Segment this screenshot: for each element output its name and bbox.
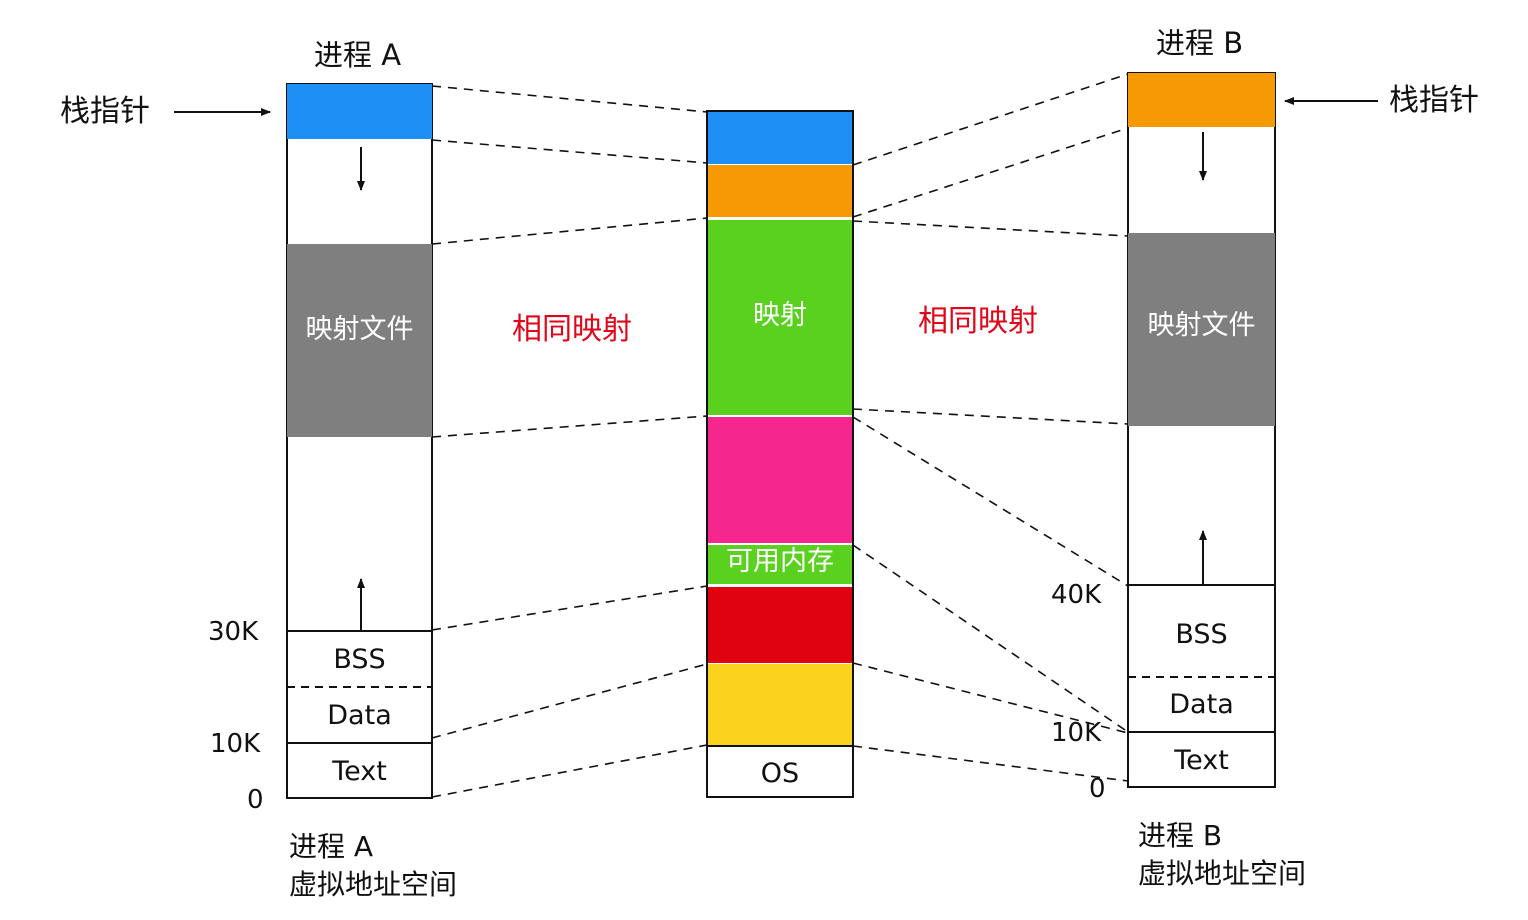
process-b-stack-segment <box>1128 73 1275 127</box>
process-a-mapped-file-segment <box>287 244 432 437</box>
process-b-outline <box>1127 72 1276 788</box>
process-a-text-label: Text <box>332 756 387 787</box>
process-b-tick-0: 0 <box>1089 774 1106 804</box>
process-a-bss-label: BSS <box>333 644 386 675</box>
map-line-a-bss-top <box>431 585 708 631</box>
map-line-b-bottom <box>852 745 1129 782</box>
physical-memory-column <box>706 110 854 798</box>
map-line-b-stack-top <box>852 73 1129 166</box>
physical-pink-segment <box>708 417 852 543</box>
map-line-a-mapped-bottom <box>431 415 708 438</box>
process-a-mapped-file-label: 映射文件 <box>305 314 414 345</box>
process-a-outline <box>286 83 433 799</box>
map-line-a-data-text <box>431 663 708 739</box>
map-line-b-data-text <box>852 544 1129 733</box>
same-mapping-right-label: 相同映射 <box>918 304 1038 339</box>
map-line-b-mapped-top <box>852 220 1129 237</box>
process-b-caption-line2: 虚拟地址空间 <box>1138 857 1307 890</box>
physical-mapping-segment <box>708 220 852 415</box>
physical-red-segment <box>708 587 852 663</box>
map-line-a-stack-top <box>431 85 708 113</box>
physical-free-memory-segment <box>708 545 852 584</box>
process-b-title: 进程 B <box>1156 26 1244 60</box>
process-b-mapped-file-segment <box>1128 233 1275 426</box>
map-line-b-stack-bottom <box>852 127 1129 218</box>
process-a-data-label: Data <box>327 700 392 731</box>
process-a-caption-line2: 虚拟地址空间 <box>289 868 458 901</box>
process-b-data-label: Data <box>1169 689 1234 720</box>
process-a-tick-0: 0 <box>247 785 264 815</box>
map-line-a-bottom <box>431 744 708 798</box>
process-a-tick-10k: 10K <box>210 729 261 759</box>
physical-orange-segment <box>708 165 852 217</box>
process-b-caption-line1: 进程 B <box>1138 819 1223 852</box>
process-b-column <box>1127 72 1378 788</box>
process-b-bss-label: BSS <box>1175 619 1228 650</box>
process-b-tick-10k: 10K <box>1051 718 1102 748</box>
physical-free-memory-label: 可用内存 <box>726 546 834 577</box>
mapping-lines-a <box>431 85 708 798</box>
mapping-lines-b <box>852 73 1129 782</box>
process-b-tick-40k: 40K <box>1051 580 1102 610</box>
process-a-stack-segment <box>287 84 432 139</box>
map-line-a-mapped-top <box>431 217 708 245</box>
process-a-column <box>174 83 433 799</box>
process-b-mapped-file-label: 映射文件 <box>1147 310 1256 341</box>
process-b-text-label: Text <box>1174 745 1229 776</box>
process-a-caption-line1: 进程 A <box>289 830 374 863</box>
physical-blue-segment <box>708 112 852 164</box>
map-line-b-mapped-bottom <box>852 408 1129 425</box>
physical-yellow-segment <box>708 664 852 745</box>
map-line-b-bss-top <box>852 416 1129 587</box>
process-a-stack-pointer-label: 栈指针 <box>60 94 150 129</box>
same-mapping-left-label: 相同映射 <box>512 312 632 347</box>
process-b-stack-pointer-label: 栈指针 <box>1389 83 1479 118</box>
process-a-title: 进程 A <box>314 38 402 72</box>
physical-os-label: OS <box>760 758 800 789</box>
physical-mapping-label: 映射 <box>753 300 807 331</box>
map-line-a-stack-bottom <box>431 139 708 164</box>
process-a-tick-30k: 30K <box>208 617 259 647</box>
